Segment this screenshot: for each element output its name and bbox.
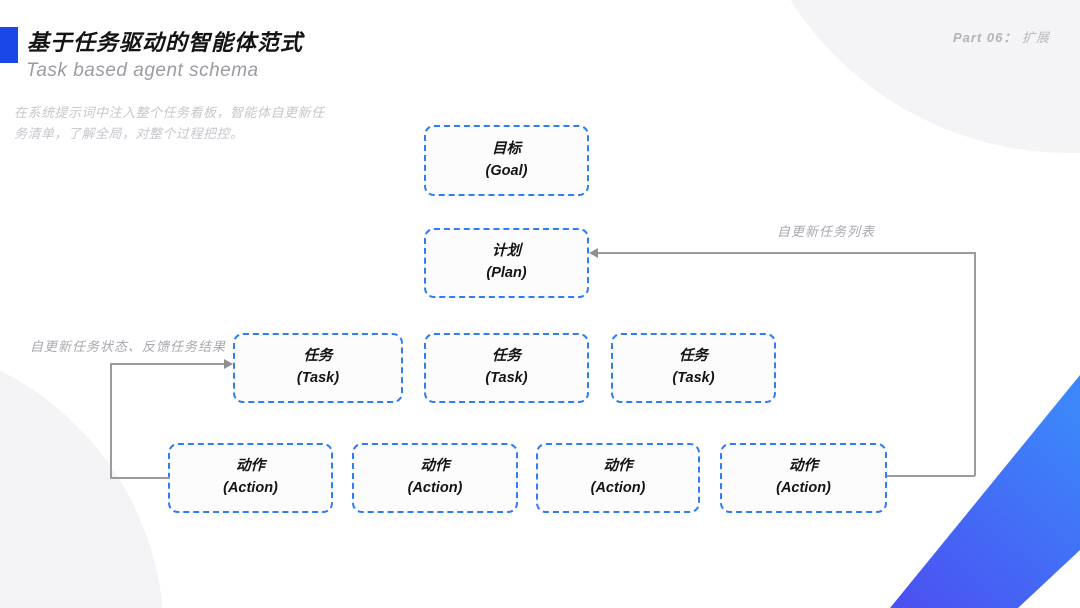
slide-subtitle: Task based agent schema xyxy=(26,60,259,81)
part-number: Part 06： xyxy=(952,30,1018,45)
action-node-1-label-zh: 动作 xyxy=(236,458,265,475)
plan-node-label-zh: 计划 xyxy=(492,243,521,260)
left-loop-arrowhead xyxy=(224,359,233,369)
task-node-1-label-en: (Task) xyxy=(296,370,340,386)
task-node-2-label-en: (Task) xyxy=(485,370,528,386)
task-node-1: 任务 (Task) xyxy=(233,333,403,403)
task-node-3-label-zh: 任务 xyxy=(679,348,708,365)
slide-description: 在系统提示词中注入整个任务看板，智能体自更新任 务清单，了解全局，对整个过程把控… xyxy=(14,102,325,145)
goal-node-label-zh: 目标 xyxy=(492,140,521,157)
task-node-2-label-zh: 任务 xyxy=(492,348,521,365)
action-node-2-label-en: (Action) xyxy=(407,480,463,496)
action-node-4: 动作 (Action) xyxy=(720,443,887,513)
left-loop-line-vertical xyxy=(110,364,112,478)
action-node-1: 动作 (Action) xyxy=(168,443,333,513)
right-loop-line-bottom xyxy=(887,475,975,477)
title-accent-bar xyxy=(0,27,18,63)
goal-node-label-en: (Goal) xyxy=(485,162,528,179)
goal-node: 目标 (Goal) xyxy=(424,125,589,196)
task-node-3-label-en: (Task) xyxy=(672,370,715,386)
plan-node: 计划 (Plan) xyxy=(424,228,589,298)
action-node-1-label-en: (Action) xyxy=(223,480,278,496)
description-line-2: 务清单，了解全局，对整个过程把控。 xyxy=(14,126,244,142)
left-loop-line-bottom xyxy=(110,477,170,479)
task-node-1-label-zh: 任务 xyxy=(303,348,333,365)
action-node-3-label-zh: 动作 xyxy=(603,458,633,475)
right-loop-line-vertical xyxy=(974,252,976,476)
plan-node-label-en: (Plan) xyxy=(486,265,527,281)
slide-title: 基于任务驱动的智能体范式 xyxy=(27,30,304,55)
action-node-4-label-zh: 动作 xyxy=(789,458,818,475)
left-loop-annotation: 自更新任务状态、反馈任务结果 xyxy=(30,339,227,354)
action-node-2: 动作 (Action) xyxy=(352,443,518,513)
task-node-2: 任务 (Task) xyxy=(424,333,589,403)
left-loop-line-top xyxy=(110,363,225,365)
part-label: Part 06： 扩展 xyxy=(953,27,1050,46)
right-loop-arrowhead xyxy=(589,248,598,258)
right-loop-line-top xyxy=(597,252,975,254)
description-line-1: 在系统提示词中注入整个任务看板，智能体自更新任 xyxy=(14,105,325,120)
action-node-4-label-en: (Action) xyxy=(776,480,831,496)
right-loop-annotation: 自更新任务列表 xyxy=(777,224,876,239)
part-topic: 扩展 xyxy=(1021,30,1050,45)
task-node-3: 任务 (Task) xyxy=(611,333,776,403)
action-node-3: 动作 (Action) xyxy=(536,443,700,513)
action-node-3-label-en: (Action) xyxy=(590,480,646,496)
action-node-2-label-zh: 动作 xyxy=(420,458,450,475)
